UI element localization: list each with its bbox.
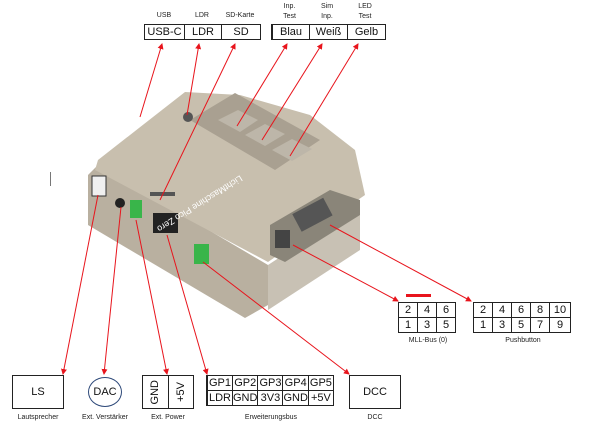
dac-circle: DAC	[88, 377, 122, 407]
top-connector-table-1: USB-C LDR SD	[144, 24, 261, 40]
arrow-gelb	[289, 43, 359, 157]
bus-pin: GP5	[307, 375, 334, 391]
mll-pin: 5	[436, 317, 456, 333]
pushbutton-pin: 6	[511, 302, 531, 318]
pushbutton-pin: 5	[511, 317, 531, 333]
pushbutton-pin: 7	[530, 317, 550, 333]
ls-box: LS	[12, 375, 64, 409]
bus-pin: GP2	[231, 375, 259, 391]
cell-gelb: Gelb	[347, 24, 386, 40]
mll-pin: 3	[417, 317, 437, 333]
pushbutton-pin: 8	[530, 302, 550, 318]
connector-pocket	[270, 190, 360, 262]
cell-blau: Blau	[271, 24, 310, 40]
arrow-usb	[139, 43, 164, 118]
button-blau[interactable]	[218, 110, 258, 132]
caption-pushbutton: Pushbutton	[505, 337, 541, 344]
device-right-face	[268, 205, 360, 310]
caption-mll-bus: MLL-Bus (0)	[408, 337, 448, 344]
cell-sd: SD	[221, 24, 261, 40]
arrow-pushbutton	[329, 224, 472, 302]
expansion-header	[153, 213, 178, 233]
dcc-connector	[194, 244, 209, 264]
button-gelb[interactable]	[272, 139, 312, 161]
caption-ldr: LDR	[194, 12, 209, 19]
bus-pin: LDR	[206, 390, 233, 406]
pushbutton-pin: 4	[492, 302, 512, 318]
cell-usb-c: USB-C	[144, 24, 185, 40]
arrow-ldr	[186, 43, 202, 116]
mll-header	[275, 230, 290, 248]
power-pin-5v-label: +5V	[174, 382, 187, 402]
pushbutton-pin: 3	[492, 317, 512, 333]
arrow-weiss	[261, 43, 323, 141]
pushbutton-pin: 9	[549, 317, 571, 333]
caption-usb: USB	[156, 12, 172, 19]
bus-pin: GP4	[282, 375, 309, 391]
bus-pin: +5V	[307, 390, 334, 406]
mll-bus-table: 2 4 6 1 3 5	[398, 302, 456, 333]
caption-erweiterungsbus: Erweiterungsbus	[244, 414, 298, 421]
speaker-connector	[91, 175, 107, 197]
bus-pin: 3V3	[257, 390, 284, 406]
bus-pin: GND	[231, 390, 259, 406]
pushbutton-table: 2 4 6 8 10 1 3 5 7 9	[473, 302, 571, 333]
caption-inp-test: Inp.Test	[283, 3, 296, 20]
expansion-bus-table: GP1 GP2 GP3 GP4 GP5 LDR GND 3V3 GND +5V	[206, 375, 334, 406]
arrow-dcc	[202, 261, 350, 375]
power-pin-gnd: GND	[143, 376, 169, 408]
pushbutton-pin: 1	[473, 317, 493, 333]
text-cursor	[50, 172, 51, 186]
caption-ext-verstaerker: Ext. Verstärker	[82, 414, 128, 421]
arrow-dac	[101, 206, 122, 375]
ext-power-box: GND +5V	[142, 375, 194, 409]
arrow-sd	[159, 43, 236, 201]
cell-weiss: Weiß	[309, 24, 348, 40]
mll-pin: 1	[398, 317, 418, 333]
caption-ext-power: Ext. Power	[151, 414, 185, 421]
mll-pin: 6	[436, 302, 456, 318]
dcc-box: DCC	[349, 375, 401, 409]
pushbutton-pin: 10	[549, 302, 571, 318]
caption-dcc: DCC	[367, 414, 383, 421]
dac-jack	[115, 198, 125, 208]
bus-pin: GND	[282, 390, 309, 406]
pushbutton-header	[292, 197, 333, 232]
power-pin-5v: +5V	[169, 376, 194, 408]
power-connector	[130, 200, 142, 218]
arrow-power	[135, 219, 169, 375]
arrow-mll	[292, 244, 399, 302]
bus-pin: GP3	[257, 375, 284, 391]
cell-ldr: LDR	[184, 24, 222, 40]
mll-pin1-marker	[406, 294, 431, 297]
pushbutton-pin: 2	[473, 302, 493, 318]
top-connector-table-2: Blau Weiß Gelb	[271, 24, 386, 40]
arrow-blau	[236, 43, 288, 127]
power-pin-gnd-label: GND	[149, 379, 162, 405]
bus-pin: GP1	[206, 375, 233, 391]
caption-lautsprecher: Lautsprecher	[17, 414, 59, 421]
caption-sd-karte: SD-Karte	[225, 12, 255, 19]
ldr-hole	[183, 112, 193, 122]
mll-pin: 4	[417, 302, 437, 318]
mll-pin: 2	[398, 302, 418, 318]
arrow-ls	[61, 194, 99, 375]
arrow-bus	[166, 234, 209, 375]
